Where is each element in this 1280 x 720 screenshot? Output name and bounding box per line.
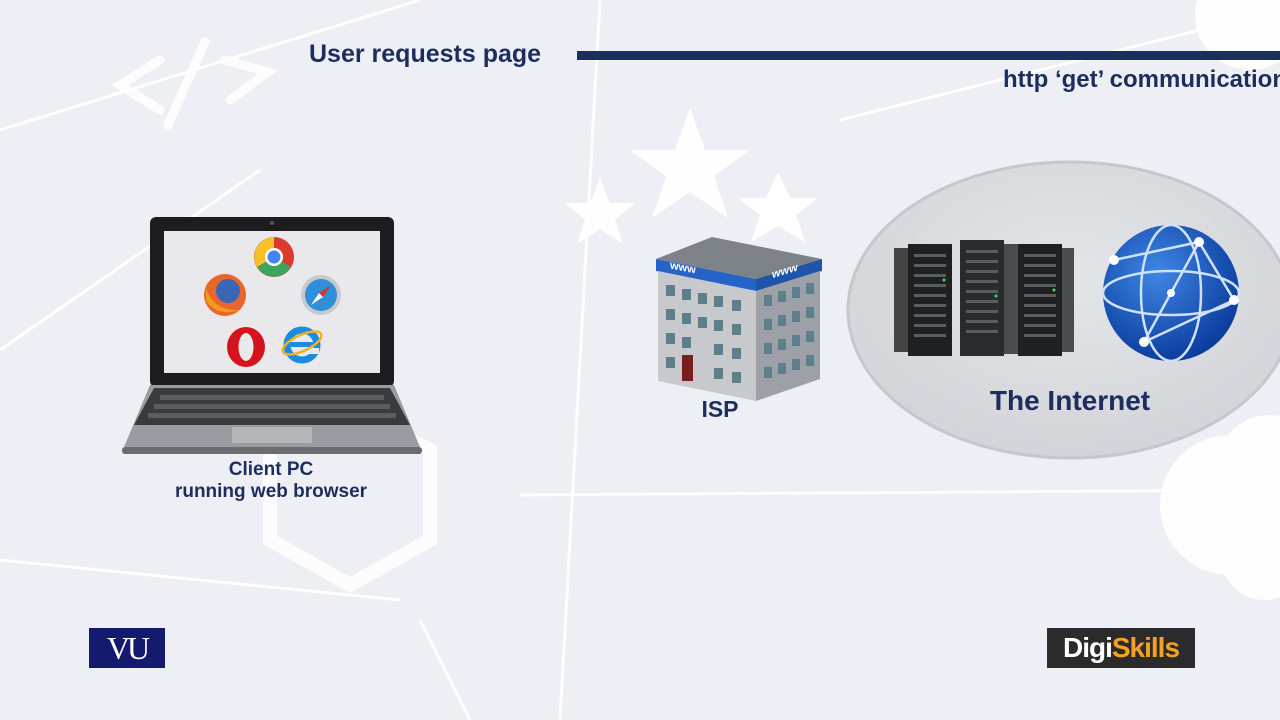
client-caption-line1: Client PC bbox=[228, 459, 314, 480]
safari-icon bbox=[301, 275, 341, 315]
chrome-icon bbox=[254, 237, 294, 277]
request-label: User requests page bbox=[309, 40, 542, 68]
stars-decoration-icon bbox=[564, 108, 818, 244]
http-get-label: http ‘get’ communication bbox=[1003, 66, 1280, 93]
building-sign-left: www bbox=[669, 259, 696, 276]
code-symbol-icon bbox=[111, 37, 279, 130]
digiskills-logo-part1: Digi bbox=[1062, 632, 1113, 663]
laptop-icon bbox=[122, 217, 422, 454]
server-rack-icon bbox=[894, 240, 1074, 356]
isp-building-icon: www www bbox=[656, 237, 822, 401]
isp-caption: ISP bbox=[701, 396, 739, 422]
digiskills-logo-part2: Skills bbox=[1111, 632, 1180, 663]
firefox-icon bbox=[204, 274, 246, 316]
internet-caption: The Internet bbox=[989, 385, 1151, 416]
globe-network-icon bbox=[1101, 223, 1241, 363]
request-arrow-line bbox=[577, 51, 1280, 60]
digiskills-logo: DigiSkills bbox=[1047, 628, 1195, 668]
internet-explorer-icon bbox=[281, 326, 323, 364]
internet-cloud-ellipse bbox=[846, 160, 1280, 460]
cloud-decoration-icon bbox=[1160, 0, 1280, 600]
vu-logo: VU bbox=[89, 628, 165, 668]
building-door-icon bbox=[682, 355, 693, 381]
client-pc-caption: Client PC running web browser bbox=[150, 459, 392, 503]
opera-icon bbox=[227, 327, 265, 367]
client-caption-line2: running web browser bbox=[174, 481, 368, 502]
